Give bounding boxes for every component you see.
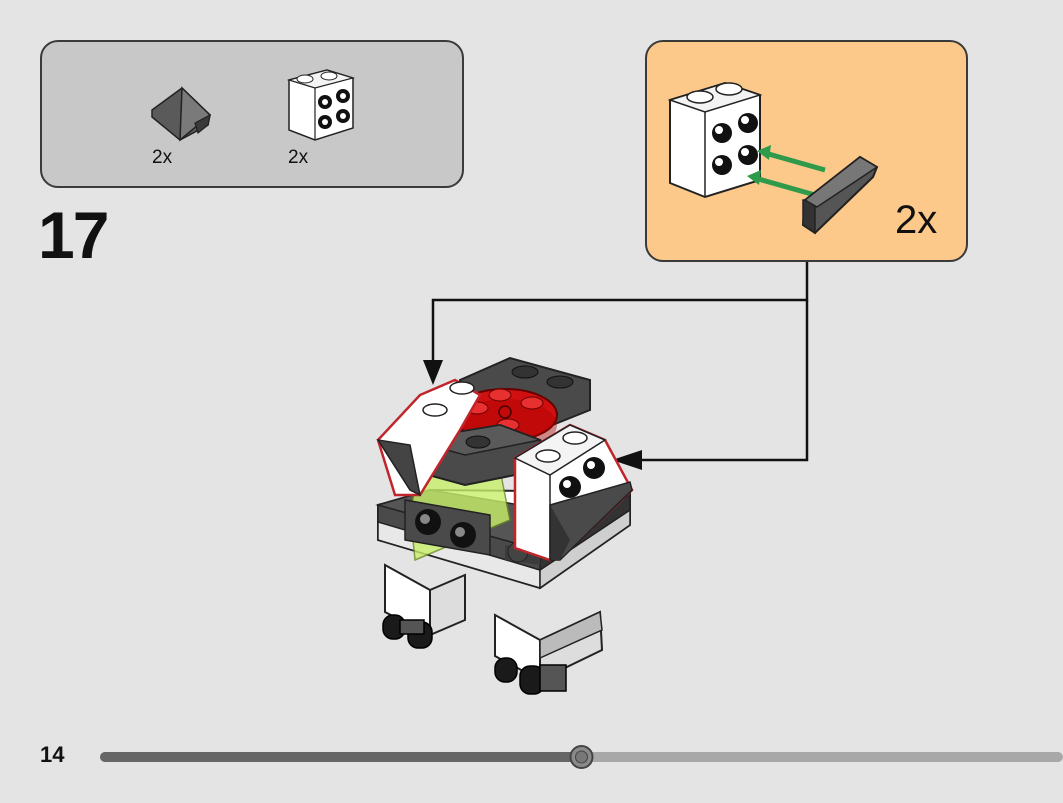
green-arrows-icon: [747, 145, 826, 198]
white-brick-icon: [667, 81, 763, 199]
highlighted-new-parts: [376, 378, 634, 562]
slope-brick-dark-gray-icon: [151, 86, 212, 142]
page-number: 14: [40, 742, 65, 767]
callout-quantity: 2x: [895, 198, 938, 242]
progress-fill: [100, 752, 582, 762]
callout-assembly-illustration: [667, 81, 879, 235]
parts-item-1-quantity: 2x: [152, 147, 173, 168]
white-brick-with-side-studs-icon: [286, 69, 356, 141]
arrow-down-icon: [423, 360, 443, 385]
slope-piece-icon: [801, 155, 879, 235]
callout-connector-arrows: [431, 262, 809, 462]
parts-list-panel: [40, 40, 464, 188]
parts-item-2-quantity: 2x: [288, 147, 309, 168]
robot-feet: [382, 614, 567, 695]
step-number: 17: [38, 198, 109, 272]
arrow-left-icon: [612, 450, 642, 470]
progress-bar: [100, 745, 1063, 769]
